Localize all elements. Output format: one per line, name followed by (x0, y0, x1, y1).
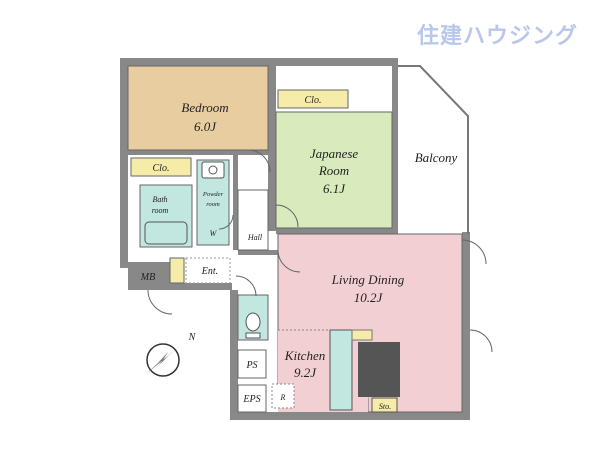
door-east-living2-arc (469, 329, 493, 353)
wall-west (120, 58, 128, 268)
door-entrance-arc (147, 289, 173, 315)
powder-label-2: room (206, 201, 220, 208)
exterior-walls (120, 58, 470, 420)
compass-needle (158, 345, 181, 366)
wall-wet-east (233, 155, 238, 250)
wall-balcony-west (392, 66, 398, 234)
washer-label: W (210, 229, 218, 238)
closet-bedroom (130, 157, 192, 177)
mb-label: MB (140, 272, 155, 283)
eps-label: EPS (242, 394, 260, 405)
wall-bedroom-south (128, 150, 273, 155)
ps-shaft (237, 349, 267, 379)
hall-label: Hall (247, 233, 263, 242)
door-japanese-arc (275, 204, 299, 228)
closet-japanese (277, 89, 349, 109)
japanese-size: 6.1J (323, 181, 346, 196)
entrance-label: Ent. (201, 266, 218, 277)
wall-bedroom-east (268, 66, 276, 231)
balcony-outline (398, 65, 469, 234)
wall-south (230, 412, 468, 420)
wall-north-bedroom (120, 58, 398, 66)
kitchen-sink-counter (329, 329, 353, 411)
living-size: 10.2J (354, 290, 384, 305)
toilet-bowl (245, 312, 261, 332)
japanese-label-2: Room (318, 163, 349, 178)
japanese-room (275, 111, 393, 229)
storage-label: Sto. (379, 402, 391, 411)
door-east-living-arc (461, 239, 487, 265)
fridge-label: R (280, 393, 286, 402)
compass-needle-tail (145, 352, 168, 375)
fridge-space (271, 383, 295, 409)
entrance-floor (169, 257, 185, 284)
storage-box (371, 397, 398, 413)
kitchen-size: 9.2J (294, 365, 317, 380)
bedroom-room (127, 65, 269, 151)
bedroom-size: 6.0J (194, 119, 217, 134)
japanese-label-1: Japanese (310, 146, 359, 161)
door-bath-arc (218, 214, 234, 230)
door-bedroom-arc (247, 149, 271, 173)
toilet-tank (245, 332, 261, 339)
sink-bowl (208, 165, 218, 175)
brand-logo: 住建ハウジング (416, 24, 578, 49)
bathtub (144, 221, 188, 245)
entrance-mat (185, 257, 231, 284)
wall-hall-south (238, 250, 278, 255)
wall-east-living (462, 232, 470, 420)
wall-mb-block (128, 262, 170, 290)
bath-label-2: room (152, 206, 169, 215)
washbasin (201, 161, 225, 179)
door-toilet-arc (235, 275, 257, 297)
closet-left-label: Clo. (153, 163, 170, 174)
kitchen-label: Kitchen (284, 348, 325, 363)
closet-top-label: Clo. (305, 95, 322, 106)
doors (147, 149, 493, 353)
kitchen-island (358, 342, 400, 397)
balcony-label: Balcony (415, 150, 458, 165)
bedroom-label: Bedroom (181, 100, 228, 115)
bath-label-1: Bath (152, 195, 167, 204)
powder-label-1: Powder (202, 191, 224, 198)
compass-north-label: N (188, 332, 197, 343)
ps-label: PS (245, 360, 257, 371)
hall-area (237, 189, 269, 251)
wall-japanese-south (276, 228, 394, 234)
kitchen-tiles (351, 329, 373, 341)
wall-ent-south (170, 283, 232, 290)
living-label: Living Dining (331, 272, 405, 287)
compass (145, 343, 181, 377)
compass-circle (146, 343, 180, 377)
door-living-arc (277, 249, 301, 273)
eps-shaft (237, 384, 267, 413)
wall-core-west (230, 290, 238, 420)
